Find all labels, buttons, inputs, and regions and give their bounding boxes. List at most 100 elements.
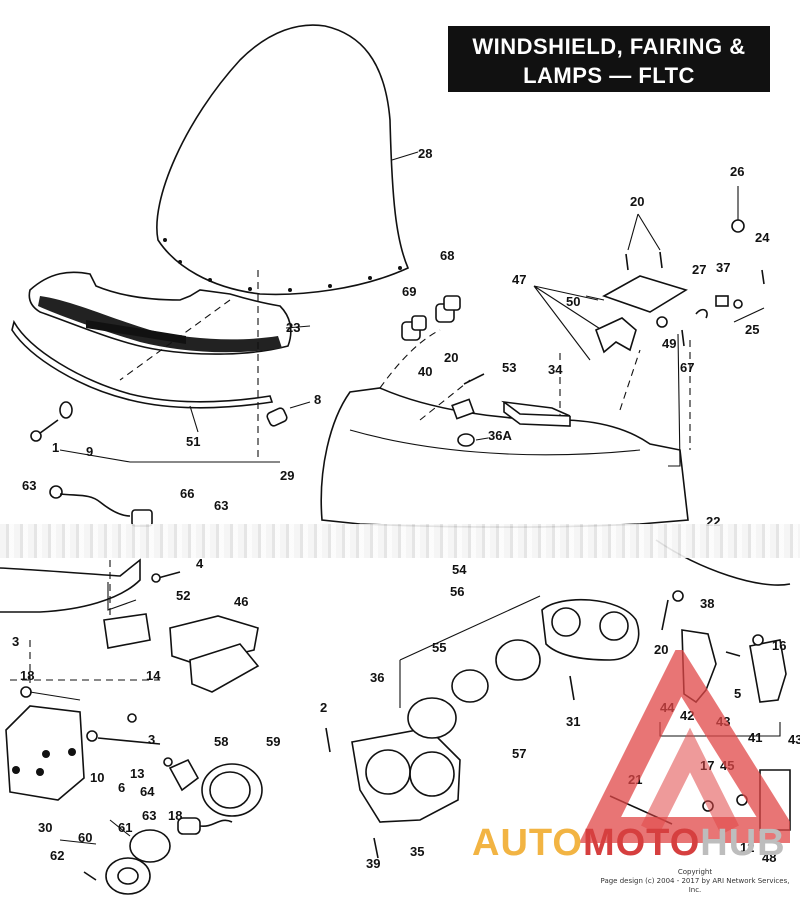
block-53 [501,400,571,427]
part-number-54: 54 [452,562,467,577]
part-number-13: 13 [130,766,144,781]
part-number-63: 63 [22,478,36,493]
watermark-logo [578,650,790,843]
screw-1 [30,419,59,442]
part-number-68: 68 [440,248,454,263]
part-number-23: 23 [286,320,300,335]
part-number-20: 20 [654,642,668,657]
part-number-58: 58 [214,734,228,749]
part-number-9: 9 [86,444,93,459]
trim-ring-57 [407,697,457,739]
part-number-29: 29 [280,468,294,483]
bushing-8 [266,407,288,427]
part-number-20: 20 [630,194,644,209]
turn-signal-59 [201,763,263,817]
part-number-64: 64 [140,784,155,799]
part-number-3: 3 [12,634,19,649]
part-number-60: 60 [78,830,92,845]
part-number-67: 67 [680,360,694,375]
bracket-34 [594,317,637,354]
part-number-66: 66 [180,486,194,501]
part-number-46: 46 [234,594,248,609]
watermark-moto: MOTO [582,822,701,864]
part-number-24: 24 [755,230,770,245]
part-number-69: 69 [402,284,416,299]
nut-36a [457,433,475,447]
title-line-2: LAMPS — FLTC [523,63,695,88]
copyright-notice: Copyright Page design (c) 2004 - 2017 by… [600,868,790,895]
scan-break [0,524,800,558]
part-number-27: 27 [692,262,706,277]
title-line-1: WINDSHIELD, FAIRING & [472,34,746,59]
part-number-34: 34 [548,362,563,377]
part-number-25: 25 [745,322,759,337]
part-number-20: 20 [444,350,458,365]
copyright-line-2: Page design (c) 2004 - 2017 by ARI Netwo… [600,877,790,894]
housing-left [0,558,141,613]
part-number-41: 41 [748,730,762,745]
part-number-43: 43 [788,732,800,747]
part-number-28: 28 [418,146,432,161]
harness-66 [49,485,153,527]
part-number-56: 56 [450,584,464,599]
part-number-30: 30 [38,820,52,835]
headlamp-mount [541,598,640,661]
part-number-16: 16 [772,638,786,653]
part-number-59: 59 [266,734,280,749]
part-number-40: 40 [418,364,432,379]
part-number-63: 63 [214,498,228,513]
windshield [156,24,410,296]
gasket-52 [103,613,151,649]
windshield-holes [163,238,402,292]
part-number-31: 31 [566,714,580,729]
part-number-6: 6 [118,780,125,795]
lamp-55 [451,669,489,703]
part-number-36: 36 [370,670,384,685]
part-number-26: 26 [730,164,744,179]
part-number-3: 3 [148,732,155,747]
part-number-5: 5 [734,686,741,701]
part-number-38: 38 [700,596,714,611]
housing-64 [168,758,200,792]
part-number-18: 18 [20,668,34,683]
part-number-62: 62 [50,848,64,863]
part-number-61: 61 [118,820,132,835]
part-number-50: 50 [566,294,580,309]
part-number-36a: 36A [488,428,512,443]
part-number-37: 37 [716,260,730,275]
washer-9 [59,401,73,419]
part-number-12: 12 [740,840,754,855]
part-number-14: 14 [146,668,161,683]
watermark-auto: AUTO [472,822,583,864]
headlamp-bezel-35 [351,727,461,823]
watermark-text: AUTOMOTOHUB [472,822,786,865]
part-number-63: 63 [142,808,156,823]
copyright-line-1: Copyright [677,868,713,876]
part-number-47: 47 [512,272,526,287]
plate-50 [602,275,688,313]
part-number-51: 51 [186,434,200,449]
clip-40 [451,398,475,420]
nut-26 [731,219,745,233]
bracket-41 [749,639,787,703]
part-number-57: 57 [512,746,526,761]
part-number-53: 53 [502,360,516,375]
diagram-title: WINDSHIELD, FAIRING & LAMPS — FLTC [448,26,770,92]
part-number-4: 4 [196,556,204,571]
part-number-55: 55 [432,640,446,655]
socket-68 [435,295,461,323]
gasket-61 [129,829,171,863]
windshield-trim [28,271,292,355]
part-number-10: 10 [90,770,104,785]
part-number-2: 2 [320,700,327,715]
part-number-49: 49 [662,336,676,351]
part-number-39: 39 [366,856,380,871]
part-number-8: 8 [314,392,321,407]
fairing-rim [11,319,274,409]
part-number-18: 18 [168,808,182,823]
lens-58 [189,643,260,693]
watermark-hub: HUB [700,822,786,864]
spacer-37 [715,295,729,307]
